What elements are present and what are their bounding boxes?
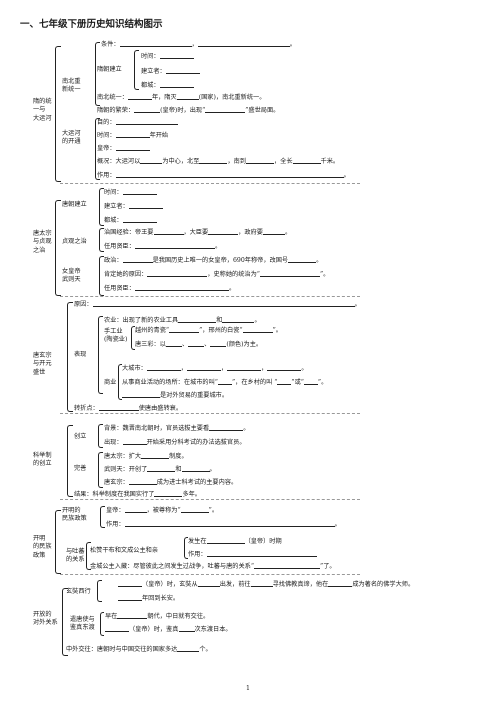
brace bbox=[98, 316, 103, 394]
brace bbox=[100, 506, 105, 528]
page-number: 1 bbox=[246, 685, 250, 692]
section-label: 唐玄宗 与开元 盛世 bbox=[33, 352, 52, 376]
sub-label-wu: 女皇帝 武则天 bbox=[62, 268, 81, 284]
brace bbox=[86, 542, 91, 570]
brace bbox=[99, 256, 104, 296]
section-label: 科举制 的创立 bbox=[33, 452, 52, 468]
section-label: 开明 的民族 政策 bbox=[33, 535, 52, 559]
brace bbox=[98, 452, 103, 488]
sub-label-policy: 开明的 民族政策 bbox=[62, 507, 87, 523]
row: 条件：，。 bbox=[101, 41, 296, 48]
brace bbox=[99, 228, 104, 252]
divider bbox=[60, 413, 360, 414]
sub-label-unify: 南北重 新统一 bbox=[62, 78, 81, 94]
section-label: 唐太宗 与贞观 之治 bbox=[33, 230, 52, 254]
brace bbox=[67, 302, 73, 412]
brace bbox=[98, 424, 103, 448]
divider bbox=[60, 183, 360, 184]
sub-label-jianzhen: 遣唐使与 鉴真东渡 bbox=[70, 616, 95, 632]
divider bbox=[60, 499, 360, 500]
brace bbox=[99, 188, 104, 226]
section-label: 开放的 对外关系 bbox=[33, 611, 58, 627]
sub-label-canal: 大运河 的开通 bbox=[62, 130, 81, 146]
brace bbox=[55, 200, 61, 296]
brace bbox=[95, 42, 100, 106]
brace bbox=[100, 612, 104, 636]
brace bbox=[131, 326, 135, 350]
brace bbox=[55, 510, 61, 574]
divider bbox=[60, 296, 360, 297]
section-label: 隋的统 一与 大运河 bbox=[33, 98, 52, 122]
sub-label: 隋朝建立 bbox=[97, 66, 122, 73]
sub-label-craft: 手工业 (陶瓷业) bbox=[104, 328, 128, 344]
brace bbox=[184, 537, 188, 559]
brace bbox=[95, 118, 100, 180]
brace bbox=[97, 580, 102, 602]
page-title: 一、七年级下册历史知识结构图示 bbox=[20, 19, 163, 30]
brace bbox=[67, 425, 73, 497]
divider bbox=[60, 574, 360, 575]
brace bbox=[118, 364, 122, 400]
brace bbox=[55, 46, 61, 182]
sub-label-tubo: 与吐蕃 的关系 bbox=[66, 548, 85, 564]
brace bbox=[134, 50, 139, 90]
brace bbox=[62, 588, 68, 656]
